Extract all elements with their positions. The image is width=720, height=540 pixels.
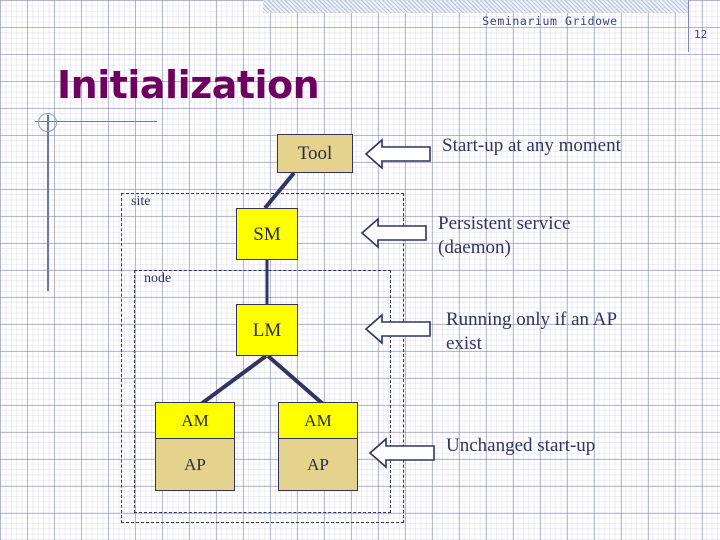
callout-arrow-icon-1 [364,138,431,170]
callout-arrow-icon-2 [360,217,427,249]
page-number: 12 [694,28,708,41]
decorative-horizontal-rule [35,121,157,122]
decorative-circle-icon [38,113,57,132]
callout-label-persistent-service: Persistent service (daemon) [438,213,571,259]
box-lm[interactable]: LM [236,304,298,356]
zone-site-label: site [131,194,151,209]
callout-arrow-icon-3 [364,313,431,345]
page-title: Initialization [57,63,320,107]
zone-node [134,270,391,513]
box-am-2[interactable]: AM [278,402,358,439]
header-hatched-band [263,0,688,13]
zone-site [121,193,404,523]
box-am-1[interactable]: AM [155,402,235,439]
callout-label-startup: Start-up at any moment [442,135,621,156]
callout-label-running-if-ap: Running only if an AP exist [446,309,618,355]
box-ap-1[interactable]: AP [155,439,235,491]
box-tool[interactable]: Tool [277,134,353,173]
box-sm[interactable]: SM [236,208,298,260]
header-divider [688,0,689,52]
callout-label-unchanged-startup: Unchanged start-up [446,435,596,456]
decorative-vertical-rule [47,115,49,291]
zone-node-label: node [144,271,172,286]
header-title: Seminarium Gridowe [482,14,618,28]
box-ap-2[interactable]: AP [278,439,358,491]
callout-arrow-icon-4 [368,437,435,469]
